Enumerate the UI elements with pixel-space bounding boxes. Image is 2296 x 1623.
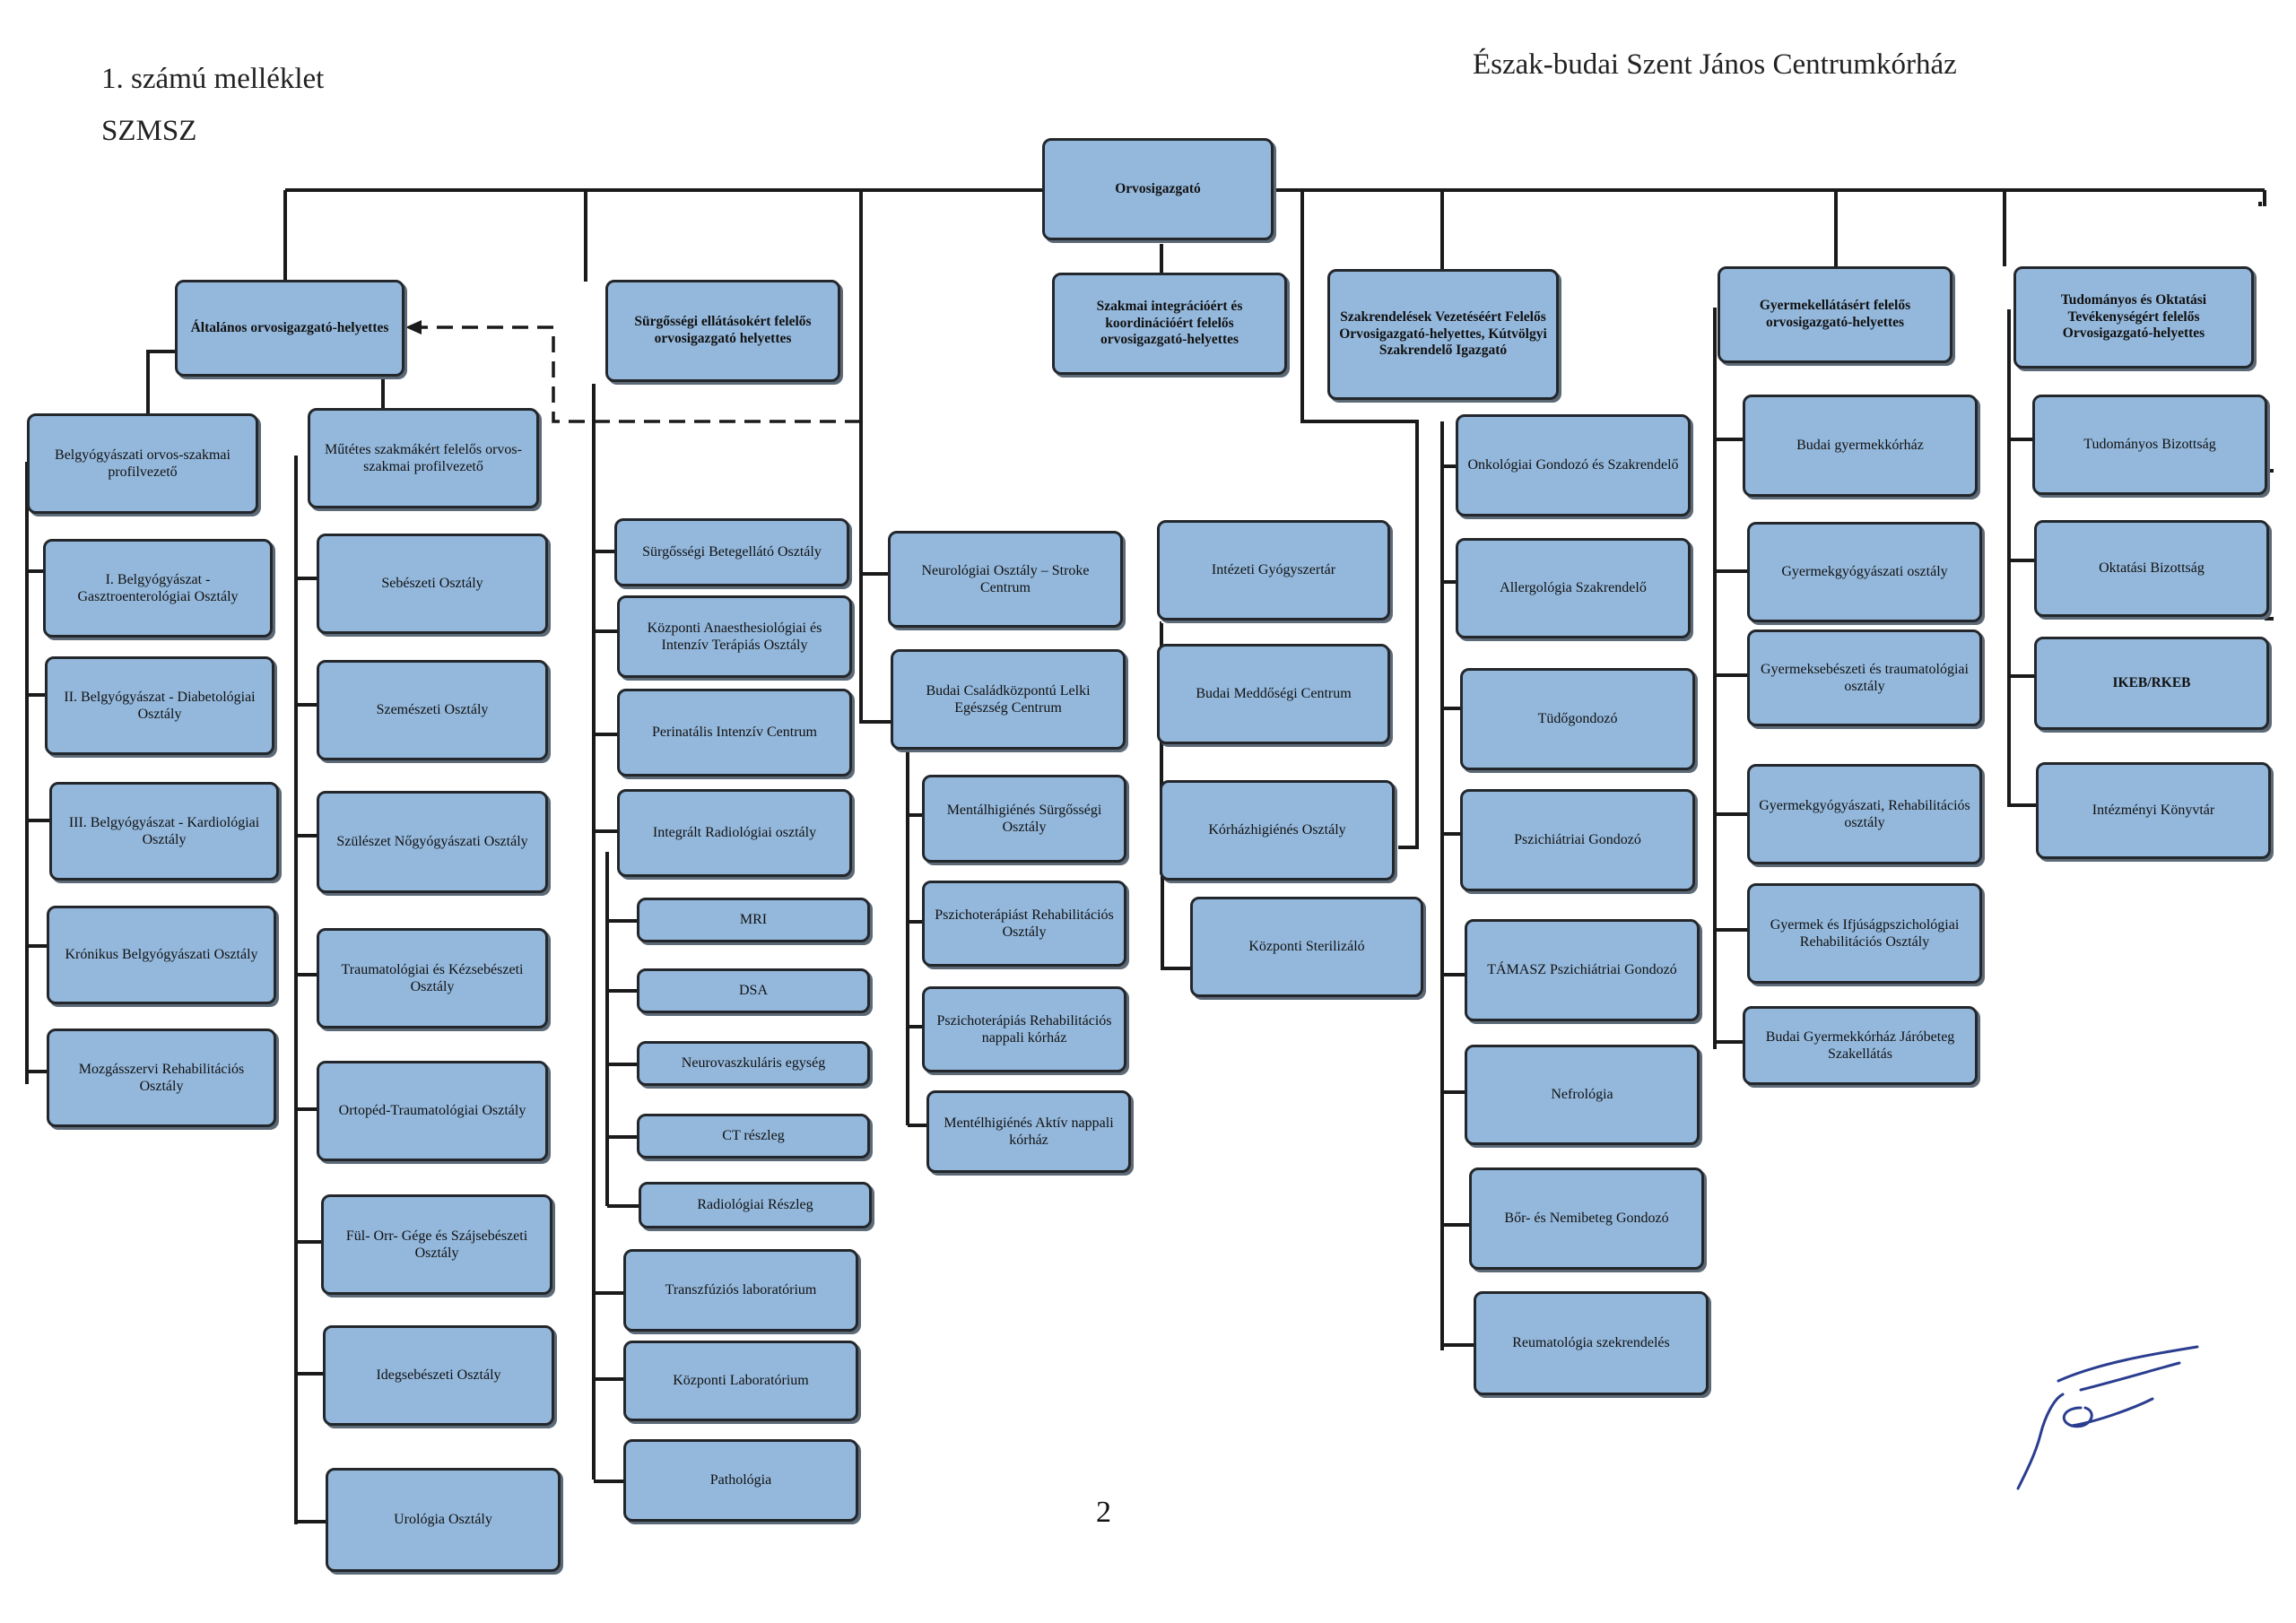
document-code: SZMSZ (101, 115, 197, 147)
node-tudomanyos-bizottsag: Tudományos Bizottság (2032, 395, 2267, 495)
node-idegsebeszeti: Idegsebészeti Osztály (323, 1325, 554, 1426)
node-urologia: Urológia Osztály (326, 1468, 561, 1572)
node-mri: MRI (637, 898, 870, 942)
node-budai-meddosegi: Budai Meddőségi Centrum (1157, 644, 1390, 744)
node-intezmenyi-konyvtar: Intézményi Könyvtár (2036, 762, 2271, 859)
node-budai-csaladkozpontu: Budai Családközpontú Lelki Egészség Cent… (891, 649, 1126, 750)
node-budai-gyermekkorhaz: Budai gyermekkórház (1743, 395, 1978, 497)
node-reumatologia: Reumatológia szekrendelés (1474, 1291, 1709, 1395)
node-surgossegi-orvosigazgato-helyettes: Sürgősségi ellátásokért felelős orvosiga… (605, 280, 840, 382)
node-pathologia: Pathológia (623, 1439, 858, 1522)
node-surgossegi-betegellato: Sürgősségi Betegellátó Osztály (614, 518, 849, 586)
node-mutetes-profilvezeto: Műtétes szakmákért felelős orvos-szakmai… (308, 408, 539, 508)
handwritten-signature (2016, 1345, 2199, 1490)
node-tudogondozo: Tüdőgondozó (1460, 668, 1695, 770)
node-kozponti-laboratorium: Központi Laboratórium (623, 1341, 858, 1421)
node-ful-orr-gege: Fül- Orr- Gége és Szájsebészeti Osztály (321, 1194, 552, 1295)
node-allergologia: Allergológia Szakrendelő (1456, 538, 1691, 638)
node-szakmai-integracio-helyettes: Szakmai integrációért és koordinációért … (1052, 273, 1287, 375)
node-sebeszeti: Sebészeti Osztály (317, 534, 548, 634)
node-tudomanyos-helyettes: Tudományos és Oktatási Tevékenységért fe… (2013, 266, 2254, 369)
node-belgyogyaszati-profilvezeto: Belgyógyászati orvos-szakmai profilvezet… (27, 413, 258, 514)
node-nefrologia: Nefrológia (1465, 1045, 1700, 1145)
node-szakrendelesek-helyettes: Szakrendelések Vezetéséért Felelős Orvos… (1327, 269, 1559, 400)
node-gyermekgyogyaszati-rehabilitacios: Gyermekgyógyászati, Rehabilitációs osztá… (1747, 764, 1982, 864)
annex-label: 1. számú melléklet (101, 63, 325, 95)
node-tamasz-pszichiatriai: TÁMASZ Pszichiátriai Gondozó (1465, 919, 1700, 1021)
node-radiologiai-reszleg: Radiológiai Részleg (639, 1182, 872, 1228)
node-orvosigazgato: Orvosigazgató (1042, 138, 1274, 240)
node-onkologiai-gondozo: Onkológiai Gondozó és Szakrendelő (1456, 414, 1691, 516)
hospital-name: Észak-budai Szent János Centrumkórház (1473, 48, 1957, 81)
node-gyermeksebeszeti: Gyermeksebészeti és traumatológiai osztá… (1747, 629, 1982, 726)
node-bor-nemibeteg: Bőr- és Nemibeteg Gondozó (1469, 1167, 1704, 1270)
node-mozgasszervi-rehabilitacio: Mozgásszervi Rehabilitációs Osztály (47, 1028, 276, 1127)
node-szuleszet-nogyogyaszat: Szülészet Nőgyógyászati Osztály (317, 791, 548, 893)
node-szemeszeti: Szemészeti Osztály (317, 660, 548, 760)
node-perinatalis-intenziv: Perinatális Intenzív Centrum (617, 689, 852, 777)
node-ortoped-traumatologiai: Ortopéd-Traumatológiai Osztály (317, 1061, 548, 1161)
node-transzfuzios-laboratorium: Transzfúziós laboratórium (623, 1249, 858, 1332)
node-neurovaszkularis: Neurovaszkuláris egység (637, 1041, 870, 1086)
node-kozponti-sterilizalo: Központi Sterilizáló (1190, 897, 1423, 997)
node-gyermekellatas-helyettes: Gyermekellátásért felelős orvosigazgató-… (1718, 266, 1952, 363)
node-ct-reszleg: CT részleg (637, 1114, 870, 1159)
node-gyermekgyogyaszati: Gyermekgyógyászati osztály (1747, 522, 1982, 622)
node-belgyogyaszat-3: III. Belgyógyászat - Kardiológiai Osztál… (49, 782, 279, 881)
node-belgyogyaszat-2: II. Belgyógyászat - Diabetológiai Osztál… (45, 656, 274, 755)
node-gyermek-ifjusagpszichologiai: Gyermek és Ifjúságpszichológiai Rehabili… (1747, 883, 1982, 984)
arrowhead-icon (405, 320, 422, 334)
node-dsa: DSA (637, 968, 870, 1013)
node-ikeb-rkeb: IKEB/RKEB (2034, 637, 2269, 730)
node-neurologiai-stroke: Neurológiai Osztály – Stroke Centrum (888, 531, 1123, 628)
node-integralt-radiologiai: Integrált Radiológiai osztály (617, 789, 852, 877)
node-budai-gyermekkorhaz-jarobeteg: Budai Gyermekkórház Járóbeteg Szakellátá… (1743, 1006, 1978, 1085)
node-kozponti-anaesthesiologiai: Központi Anaesthesiológiai és Intenzív T… (617, 595, 852, 678)
node-kronikus-belgyogyaszat: Krónikus Belgyógyászati Osztály (47, 906, 276, 1004)
node-mentalhigienes-aktiv: Mentélhigiénés Aktív nappali kórház (926, 1090, 1131, 1173)
node-intezeti-gyogyszertar: Intézeti Gyógyszertár (1157, 520, 1390, 621)
node-pszichoterapias-nappali: Pszichoterápiás Rehabilitációs nappali k… (922, 986, 1126, 1072)
node-oktatasi-bizottsag: Oktatási Bizottság (2034, 520, 2269, 617)
node-altalanos-orvosigazgato-helyettes: Általános orvosigazgató-helyettes (175, 280, 404, 377)
node-pszichiatriai-gondozo: Pszichiátriai Gondozó (1460, 789, 1695, 891)
node-mentalhigienes-surgossegi: Mentálhigiénés Sürgősségi Osztály (922, 775, 1126, 863)
node-pszichoterapias-rehabilitacios: Pszichoterápiást Rehabilitációs Osztály (922, 881, 1126, 967)
node-traumatologiai-kezsebeszeti: Traumatológiai és Kézsebészeti Osztály (317, 928, 548, 1028)
node-korhazhigienes: Kórházhigiénés Osztály (1160, 780, 1395, 881)
node-belgyogyaszat-1: I. Belgyógyászat - Gasztroenterológiai O… (43, 539, 273, 638)
page-number: 2 (1096, 1496, 1111, 1529)
